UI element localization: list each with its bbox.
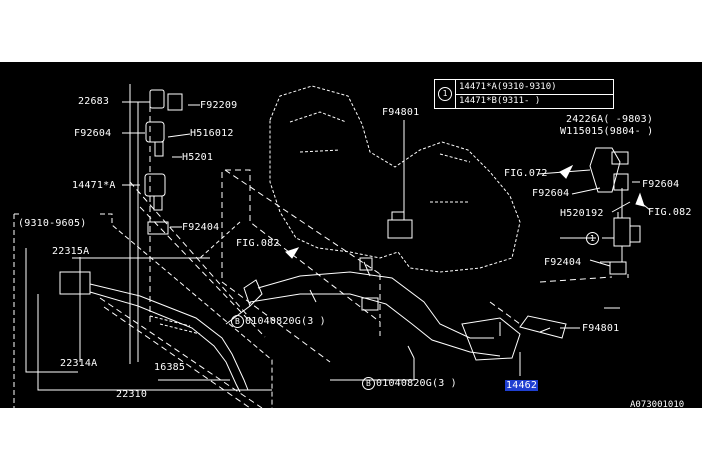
diagram-reference-code: A073001010 [630,400,685,408]
variant-legend-box: 1 14471*A(9310-9310) 14471*B(9311- ) [434,79,614,109]
legend-symbol-1: 1 [438,87,452,101]
leader-lines-center [225,120,580,381]
variant-dashed-box [13,213,273,408]
part-label-01040820G-bottom[interactable]: 01040820G(3 ) [376,378,457,389]
part-label-14471A[interactable]: 14471*A [72,180,116,191]
left-valve-assembly [144,89,183,235]
part-label-14462-selected[interactable]: 14462 [505,380,539,391]
part-label-FIG082-right[interactable]: FIG.082 [648,207,692,218]
bracket-center [359,211,413,311]
legend-row-1: 14471*A(9310-9310) [455,80,613,95]
dashed-lines-left [99,96,266,408]
bolt-circle-B-left: B [231,315,244,328]
part-label-F92404-right[interactable]: F92404 [544,257,582,268]
part-label-22315A[interactable]: 22315A [52,246,90,257]
variant-box-label: (9310-9605) [18,218,87,229]
variant-hose [59,271,249,393]
fig-arrows [285,164,645,259]
part-label-F94801-right[interactable]: F94801 [582,323,620,334]
part-label-H516012[interactable]: H516012 [190,128,234,139]
parts-diagram-drawing [13,84,651,408]
bolt-circle-B-bottom: B [362,377,375,390]
legend-row-2: 14471*B(9311- ) [455,94,613,108]
part-label-F92604-right-2[interactable]: F92604 [642,179,680,190]
dashed-lines-center [199,169,613,363]
part-label-H5201[interactable]: H5201 [182,152,214,163]
part-label-24226A[interactable]: 24226A( -9803) [566,114,654,125]
part-label-22314A[interactable]: 22314A [60,358,98,369]
intake-hose [243,261,521,361]
part-label-14462-text: 14462 [505,380,539,391]
part-label-H520192[interactable]: H520192 [560,208,604,219]
part-label-F92209[interactable]: F92209 [200,100,238,111]
part-label-22310[interactable]: 22310 [116,389,148,400]
part-label-FIG072[interactable]: FIG.072 [504,168,548,179]
part-label-01040820G-left[interactable]: 01040820G(3 ) [245,316,326,327]
part-label-F92604-left[interactable]: F92604 [74,128,112,139]
leader-lines-left [25,84,272,391]
part-label-FIG082-left[interactable]: FIG.082 [236,238,280,249]
part-label-F92404-left[interactable]: F92404 [182,222,220,233]
part-label-F94801-top[interactable]: F94801 [382,107,420,118]
part-label-16385[interactable]: 16385 [154,362,186,373]
engine-outline [269,85,521,273]
part-label-F92604-right-1[interactable]: F92604 [532,188,570,199]
part-label-W115015[interactable]: W115015(9804- ) [560,126,654,137]
diagram-screen: 1 14471*A(9310-9310) 14471*B(9311- ) 226… [0,62,702,408]
part-label-22683[interactable]: 22683 [78,96,110,107]
variant-circle-1: 1 [586,232,599,245]
